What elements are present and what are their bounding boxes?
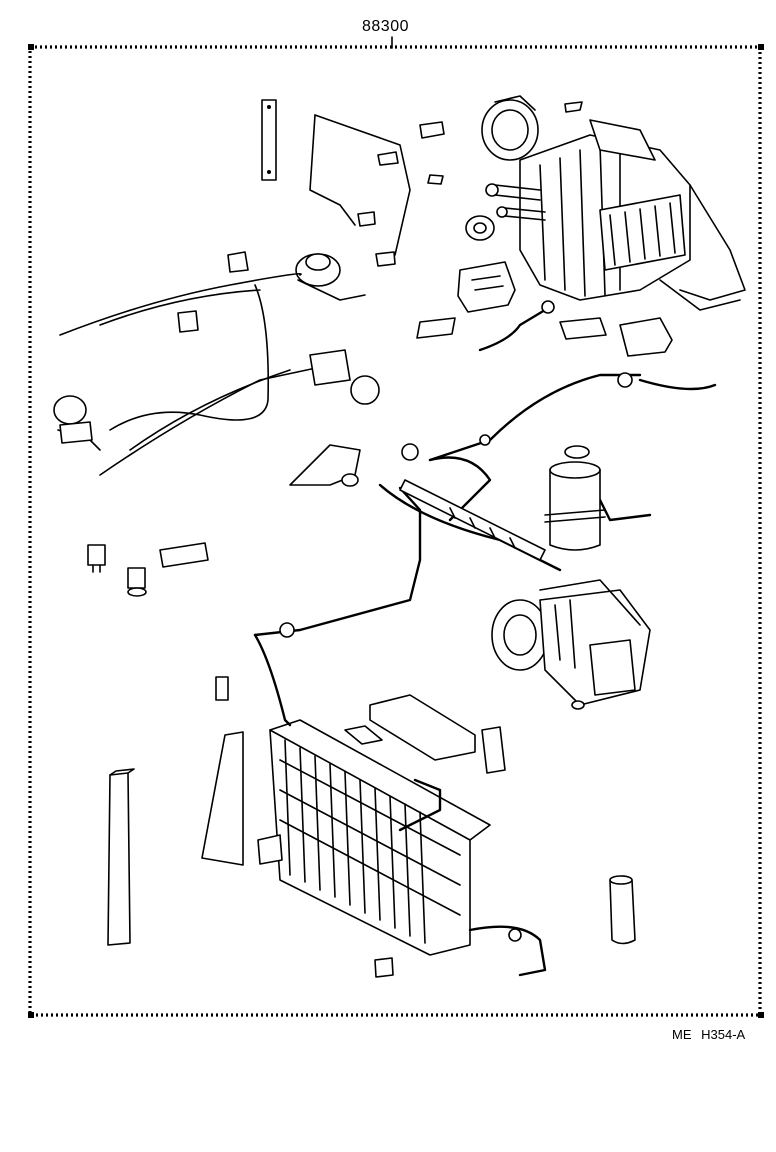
- evaporator-unit: [485, 119, 746, 311]
- receiver-dryer: [544, 445, 606, 551]
- assembly-boundary: [28, 45, 762, 1017]
- assembly-part-number: 88300: [362, 18, 409, 35]
- vsv-left: [53, 395, 101, 451]
- seal-block-2: [344, 725, 383, 745]
- seal-pad-1: [416, 317, 456, 339]
- refrigerant-lines: [253, 373, 717, 727]
- blower-housing-ring: [481, 95, 539, 161]
- pressure-switch: [127, 567, 147, 597]
- clip-harness-1: [227, 251, 249, 273]
- bracket-vertical: [261, 99, 277, 181]
- vacuum-hoses: [59, 272, 331, 476]
- relay-block: [619, 317, 673, 357]
- relay-switch: [87, 544, 106, 573]
- control-bracket: [457, 261, 516, 313]
- mounting-bracket-mid: [289, 444, 361, 487]
- fitting-2: [479, 434, 491, 446]
- fitting-1: [401, 443, 419, 461]
- insulator-wedge: [201, 731, 244, 866]
- label-tag: [427, 174, 444, 185]
- clip-small-top: [564, 101, 583, 113]
- cushion-piece: [374, 957, 394, 978]
- expansion-valve-pipe: [478, 300, 555, 352]
- illustration-reference-code: ME H354-A: [672, 1027, 746, 1042]
- insulator-tall: [107, 768, 135, 946]
- connector-plug: [159, 542, 209, 568]
- seal-pad-2: [559, 317, 607, 340]
- condenser-bracket: [257, 834, 283, 865]
- fitting-4: [617, 372, 633, 388]
- compressor: [491, 579, 651, 710]
- wire-harness-top: [309, 114, 445, 267]
- sensor-plug: [215, 676, 229, 701]
- fitting-3: [279, 622, 295, 638]
- clip-harness-2: [177, 310, 199, 333]
- seal-block-1: [369, 694, 476, 761]
- vacuum-actuator: [295, 253, 366, 301]
- vacuum-switching-valve: [309, 349, 380, 405]
- discharge-hose: [399, 479, 546, 561]
- service-valve-cap: [609, 875, 636, 945]
- grommet: [465, 215, 495, 241]
- small-block: [481, 726, 506, 774]
